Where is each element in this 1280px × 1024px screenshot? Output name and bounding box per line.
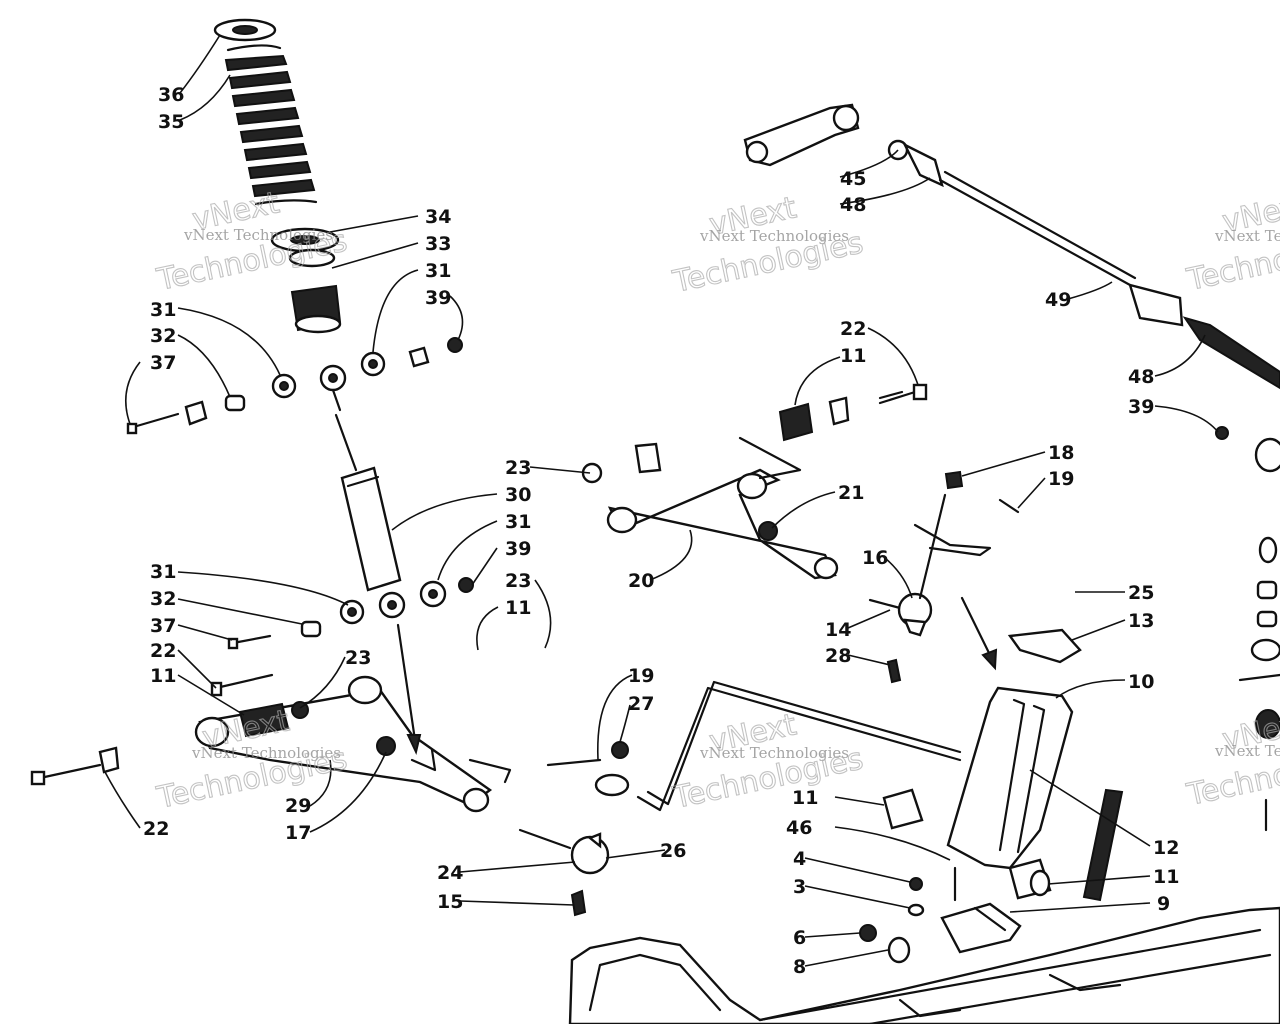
spring-cap — [213, 18, 277, 42]
lower-arm-bushings — [30, 673, 396, 786]
callout-17: 17 — [285, 822, 311, 844]
callout-39: 39 — [425, 287, 451, 309]
callout-39: 39 — [1128, 396, 1154, 418]
svg-text:vNext Technologies: vNext Technologies — [699, 227, 849, 245]
callout-39: 39 — [505, 538, 531, 560]
callout-labels: 36 35 34 33 31 39 31 32 37 30 31 39 23 3… — [143, 84, 1179, 978]
callout-23: 23 — [345, 647, 371, 669]
leader-lines — [104, 34, 1219, 967]
ski-hardware — [859, 866, 957, 964]
callout-26: 26 — [660, 840, 686, 862]
callout-8: 8 — [793, 956, 806, 978]
callout-24: 24 — [437, 862, 463, 884]
callout-25: 25 — [1128, 582, 1154, 604]
shock-absorber — [340, 466, 406, 619]
callout-46: 46 — [786, 817, 812, 839]
spindle-post — [946, 628, 1082, 870]
post-bushings — [882, 788, 1052, 900]
right-column-hardware — [1215, 426, 1280, 832]
callout-11: 11 — [505, 597, 531, 619]
svg-text:vNext Technologies: vNext Technologies — [1214, 742, 1280, 760]
parts-drawing — [30, 18, 1280, 1024]
callout-19: 19 — [628, 665, 654, 687]
callout-16: 16 — [862, 547, 888, 569]
svg-text:vNext Technologies: vNext Technologies — [699, 744, 849, 762]
watermark-center-top: vNext vNext Technologies Technologies — [669, 190, 867, 301]
upper-left-hardware — [126, 373, 297, 435]
upper-a-arm — [606, 436, 839, 580]
callout-48: 48 — [840, 194, 866, 216]
callout-37: 37 — [150, 615, 176, 637]
tie-rod-bar — [636, 680, 962, 812]
callout-36: 36 — [158, 84, 184, 106]
upper-small-parts — [913, 470, 1020, 600]
steering-arm-top — [743, 103, 860, 167]
callout-20: 20 — [628, 570, 654, 592]
callout-11: 11 — [792, 787, 818, 809]
callout-12: 12 — [1153, 837, 1179, 859]
callout-32: 32 — [150, 588, 176, 610]
callout-31: 31 — [505, 511, 531, 533]
callout-4: 4 — [793, 848, 806, 870]
callout-11: 11 — [150, 665, 176, 687]
callout-23: 23 — [505, 570, 531, 592]
callout-18: 18 — [1048, 442, 1074, 464]
upper-right-hardware — [360, 337, 463, 377]
steering-link-lower — [546, 741, 630, 797]
callout-31: 31 — [150, 299, 176, 321]
coil-spring — [224, 44, 318, 206]
callout-19: 19 — [1048, 468, 1074, 490]
callout-32: 32 — [150, 325, 176, 347]
callout-27: 27 — [628, 693, 654, 715]
callout-49: 49 — [1045, 289, 1071, 311]
steering-tie-rod — [887, 139, 1280, 390]
svg-text:vNext Technologies: vNext Technologies — [183, 226, 333, 244]
callout-15: 15 — [437, 891, 463, 913]
ski — [568, 906, 1280, 1024]
callout-28: 28 — [825, 645, 851, 667]
friction-pad — [1082, 788, 1124, 902]
callout-14: 14 — [825, 619, 851, 641]
callout-6: 6 — [793, 927, 806, 949]
callout-31: 31 — [150, 561, 176, 583]
callout-11: 11 — [1153, 866, 1179, 888]
callout-21: 21 — [838, 482, 864, 504]
callout-34: 34 — [425, 206, 451, 228]
upper-ball-joint — [868, 592, 933, 684]
callout-29: 29 — [285, 795, 311, 817]
shock-upper-bushing — [290, 284, 342, 334]
callout-10: 10 — [1128, 671, 1154, 693]
watermark-right-top: vNext vNext Technologies Technologies — [1183, 187, 1280, 299]
callout-23: 23 — [505, 457, 531, 479]
shock-upper-eye — [319, 364, 358, 472]
callout-22: 22 — [150, 640, 176, 662]
ski-saddle — [940, 902, 1022, 954]
callout-22: 22 — [840, 318, 866, 340]
callout-11: 11 — [840, 345, 866, 367]
spring-seat — [270, 227, 340, 268]
callout-33: 33 — [425, 233, 451, 255]
assembly-arrows — [396, 596, 998, 756]
lower-shock-hardware — [227, 577, 474, 650]
watermark-left-top: vNext vNext Technologies Technologies — [153, 185, 351, 299]
callout-9: 9 — [1157, 893, 1170, 915]
callout-48: 48 — [1128, 366, 1154, 388]
svg-text:vNext Technologies: vNext Technologies — [1214, 227, 1280, 245]
callout-35: 35 — [158, 111, 184, 133]
callout-45: 45 — [840, 168, 866, 190]
callout-37: 37 — [150, 352, 176, 374]
callout-22: 22 — [143, 818, 169, 840]
upper-arm-hardware — [581, 383, 928, 484]
watermark-right-bottom: vNext vNext Technologies Technologies — [1183, 705, 1280, 814]
svg-text:vNext Technologies: vNext Technologies — [191, 744, 341, 762]
lower-ball-joint — [518, 828, 610, 917]
callout-13: 13 — [1128, 610, 1154, 632]
callout-30: 30 — [505, 484, 531, 506]
callout-3: 3 — [793, 876, 806, 898]
callout-31: 31 — [425, 260, 451, 282]
